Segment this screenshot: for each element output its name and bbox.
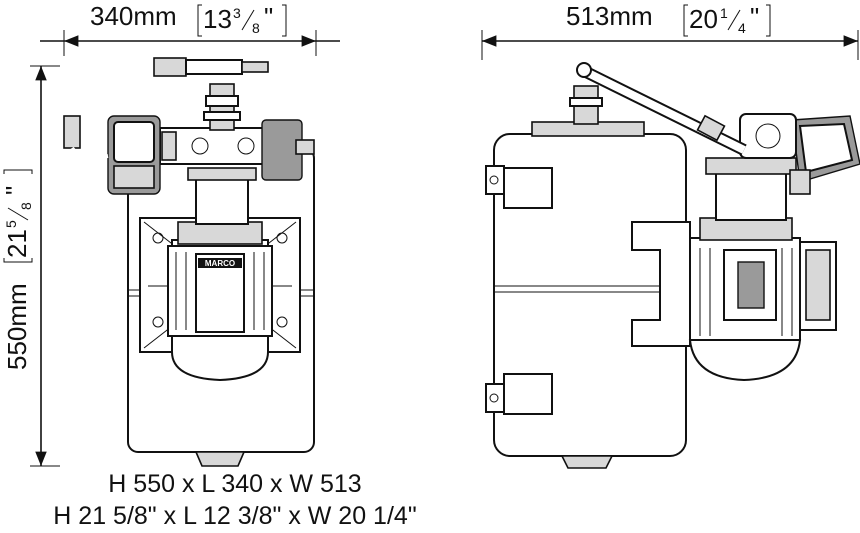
height-inch-den: 8 xyxy=(18,202,34,210)
caption-metric: H 550 x L 340 x W 513 xyxy=(108,470,362,498)
width-inch-den: 4 xyxy=(738,20,746,36)
width-mm-label: 513mm xyxy=(566,1,653,31)
width-inch-num: 1 xyxy=(720,5,728,21)
length-dimension: 340mm 13 3 8 " xyxy=(40,1,340,56)
motor-brand-label: MARCO xyxy=(205,259,235,268)
width-dimension: 513mm 20 1 4 " xyxy=(481,1,859,60)
height-mm-label: 550mm xyxy=(2,283,32,370)
height-inch-num: 5 xyxy=(3,220,19,228)
length-inch-num: 3 xyxy=(233,5,241,21)
length-inch-den: 8 xyxy=(252,20,260,36)
side-view xyxy=(485,62,860,469)
height-dimension: 550mm 21 5 8 " xyxy=(0,65,60,467)
length-inch-mark: " xyxy=(264,2,273,32)
length-inch-whole: 13 xyxy=(203,4,232,34)
height-inch-whole: 21 xyxy=(2,229,32,258)
front-view: MARCO xyxy=(63,57,315,467)
caption-imperial: H 21 5/8" x L 12 3/8" x W 20 1/4" xyxy=(53,502,417,530)
length-mm-label: 340mm xyxy=(90,1,177,31)
height-inch-mark: " xyxy=(0,186,30,195)
width-inch-whole: 20 xyxy=(689,4,718,34)
width-inch-mark: " xyxy=(750,2,759,32)
